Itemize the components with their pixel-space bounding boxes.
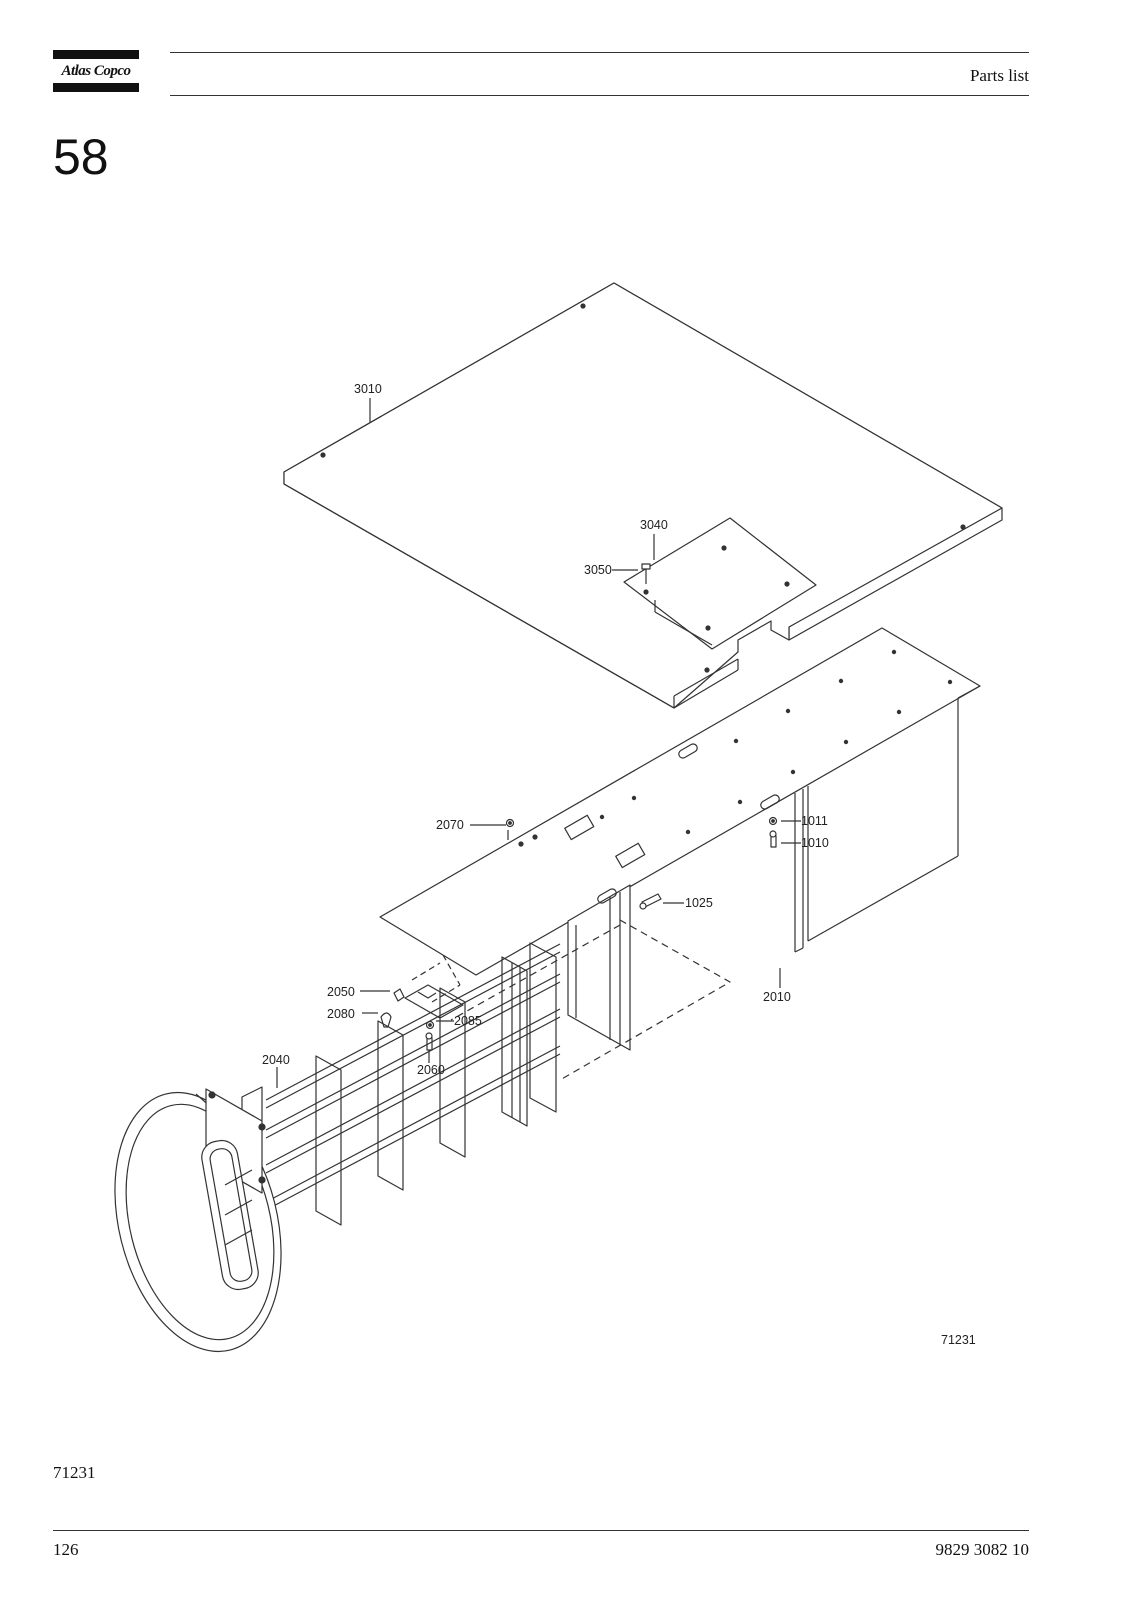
section-number: 58: [53, 129, 109, 185]
callout-1025: 1025: [685, 896, 713, 910]
callout-1011: 1011: [801, 814, 828, 828]
atlas-copco-logo: Atlas Copco: [53, 50, 139, 92]
footer-rule: [53, 1530, 1029, 1531]
logo-top-bar: [53, 50, 139, 59]
callout-2085: 2085: [454, 1014, 482, 1028]
drawing-number: 71231: [941, 1333, 976, 1347]
callout-3010: 3010: [354, 382, 382, 396]
logo-bottom-bar: [53, 83, 139, 92]
callout-leaders: [276, 398, 801, 1088]
callout-3050: 3050: [584, 563, 612, 577]
header-rule-bottom: [170, 95, 1029, 96]
latch-assembly: [380, 954, 464, 1028]
callout-2050: 2050: [327, 985, 355, 999]
header-rule-top: [170, 52, 1029, 53]
figure-id: 71231: [53, 1463, 96, 1482]
page-number: 126: [53, 1540, 79, 1559]
document-number: 9829 3082 10: [935, 1540, 1030, 1559]
callout-2070: 2070: [436, 818, 464, 832]
callout-2010: 2010: [763, 990, 791, 1004]
logo-wordmark: Atlas Copco: [61, 63, 131, 79]
callout-2040: 2040: [262, 1053, 290, 1067]
callout-2080: 2080: [327, 1007, 355, 1021]
callout-2060: 2060: [417, 1063, 445, 1077]
callout-3040: 3040: [640, 518, 668, 532]
header-title: Parts list: [969, 66, 1029, 85]
inlet-bell-mouth: [114, 1088, 282, 1353]
top-cover-panel: [283, 282, 1003, 709]
filter-frame: [241, 942, 561, 1226]
callout-1010: 1010: [801, 836, 829, 850]
